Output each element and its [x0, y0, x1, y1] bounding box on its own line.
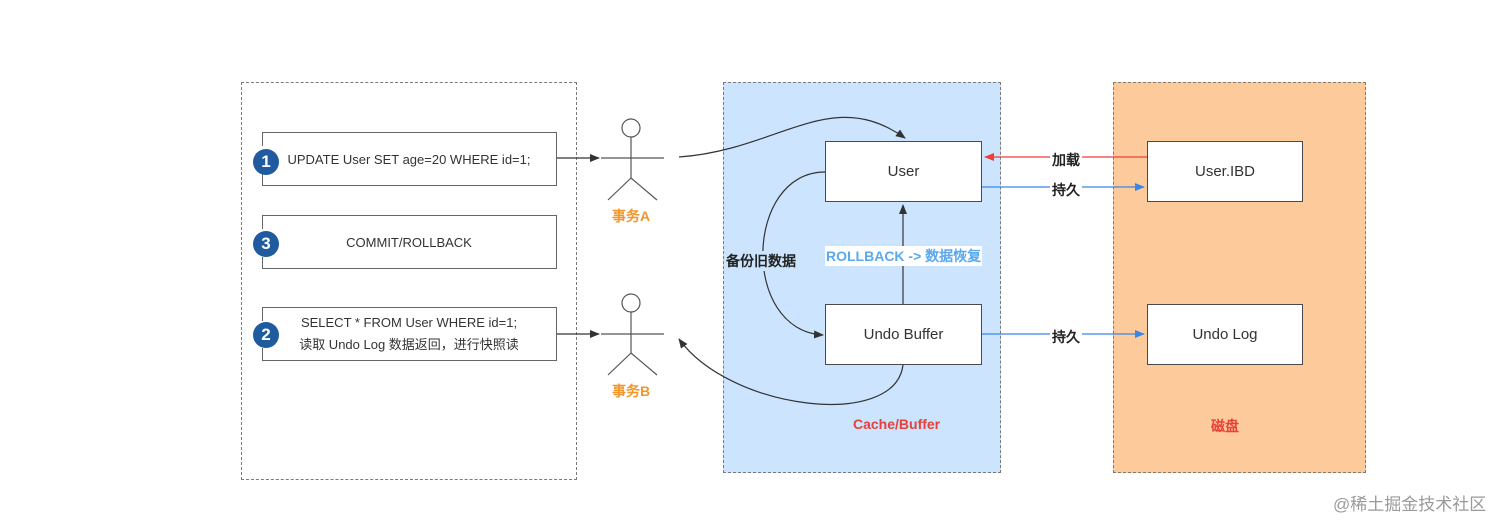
undo-buffer-label: Undo Buffer: [863, 326, 944, 343]
persist-label-user: 持久: [1050, 180, 1082, 200]
stmt-left-rule-1: [262, 132, 263, 146]
rollback-label: ROLLBACK -> 数据恢复: [825, 246, 983, 266]
load-label: 加载: [1050, 150, 1082, 170]
step-1-badge: 1: [253, 149, 279, 175]
undo-buffer-box: Undo Buffer: [825, 304, 982, 365]
undo-buffer-to-actor-b-arrow: [678, 338, 904, 405]
transaction-b-actor-icon: [601, 293, 664, 376]
persist-label-undo: 持久: [1050, 327, 1082, 347]
stmt-left-rule-1b: [262, 174, 263, 186]
user-ibd-label: User.IBD: [1194, 163, 1255, 180]
stmt-left-rule-2: [262, 307, 263, 321]
user-cache-label: User: [887, 163, 920, 180]
step-2-badge: 2: [253, 322, 279, 348]
stmt-left-rule-2b: [262, 348, 263, 361]
select-statement-box: SELECT * FROM User WHERE id=1; 读取 Undo L…: [262, 307, 557, 361]
stmt-left-rule-3b: [262, 257, 263, 269]
undo-log-box: Undo Log: [1147, 304, 1303, 365]
transaction-a-label: 事务A: [612, 208, 651, 224]
cache-buffer-label: Cache/Buffer: [853, 416, 941, 432]
update-statement-box: UPDATE User SET age=20 WHERE id=1;: [262, 132, 557, 186]
undo-log-label: Undo Log: [1192, 326, 1258, 343]
commit-statement: COMMIT/ROLLBACK: [346, 234, 472, 250]
disk-label: 磁盘: [1211, 418, 1239, 434]
transaction-b-label: 事务B: [612, 383, 651, 399]
commit-statement-box: COMMIT/ROLLBACK: [262, 215, 557, 269]
user-ibd-box: User.IBD: [1147, 141, 1303, 202]
stmt-left-rule-3: [262, 215, 263, 229]
statement-group: [241, 82, 577, 480]
backup-old-data-label: 备份旧数据: [726, 251, 796, 271]
watermark: @稀土掘金技术社区: [1333, 495, 1487, 514]
select-statement-note: 读取 Undo Log 数据返回，进行快照读: [299, 337, 519, 352]
update-statement: UPDATE User SET age=20 WHERE id=1;: [287, 151, 531, 167]
select-statement: SELECT * FROM User WHERE id=1;: [300, 315, 518, 330]
actor-a-to-user-arrow: [678, 116, 906, 158]
step-3-badge: 3: [253, 231, 279, 257]
transaction-a-actor-icon: [601, 118, 664, 201]
user-cache-box: User: [825, 141, 982, 202]
